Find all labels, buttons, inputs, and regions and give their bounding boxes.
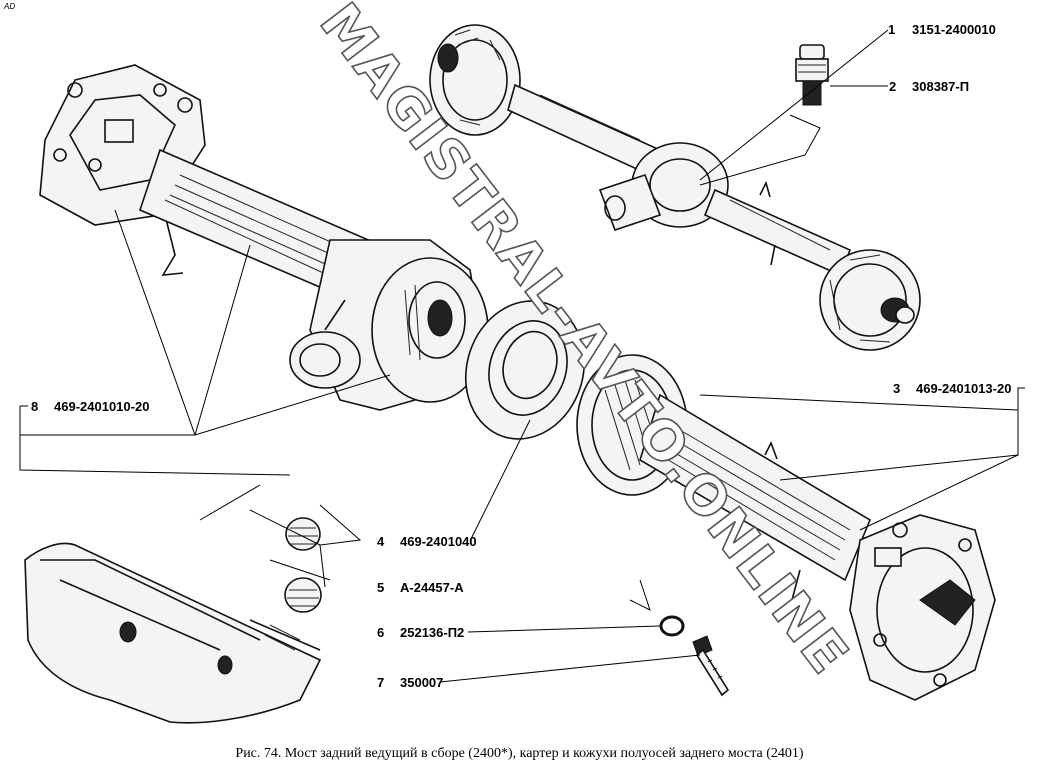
axle-housing-right <box>576 354 996 701</box>
assembled-rear-axle <box>429 24 921 351</box>
svg-text:3: 3 <box>893 381 900 396</box>
callout-2: 2 308387-П <box>889 79 969 94</box>
callout-1: 1 3151-2400010 <box>888 22 996 37</box>
svg-text:469-2401040: 469-2401040 <box>400 534 477 549</box>
callout-6: 6 252136-П2 <box>377 625 464 640</box>
housing-bolt <box>692 635 730 697</box>
callout-3: 3 469-2401013-20 <box>893 381 1011 396</box>
drain-plug-upper <box>285 517 321 551</box>
callout-5: 5 А-24457-А <box>377 580 464 595</box>
svg-text:6: 6 <box>377 625 384 640</box>
figure-caption: Рис. 74. Мост задний ведущий в сборе (24… <box>235 746 804 761</box>
corner-mark: AD <box>4 2 16 11</box>
callout-4: 4 469-2401040 <box>377 534 477 549</box>
svg-text:308387-П: 308387-П <box>912 79 969 94</box>
housing-gasket <box>464 300 586 440</box>
svg-text:8: 8 <box>31 399 38 414</box>
svg-text:4: 4 <box>377 534 385 549</box>
leader-lines <box>19 29 1025 683</box>
axle-housing-left <box>39 64 489 411</box>
svg-text:252136-П2: 252136-П2 <box>400 625 464 640</box>
svg-text:3151-2400010: 3151-2400010 <box>912 22 996 37</box>
lock-washer <box>659 615 685 637</box>
svg-text:7: 7 <box>377 675 384 690</box>
svg-text:А-24457-А: А-24457-А <box>400 580 464 595</box>
drain-plug-lower <box>284 577 322 613</box>
svg-text:2: 2 <box>889 79 896 94</box>
callout-8: 8 469-2401010-20 <box>31 399 149 414</box>
callout-7: 7 350007 <box>377 675 443 690</box>
svg-text:469-2401013-20: 469-2401013-20 <box>916 381 1011 396</box>
svg-text:5: 5 <box>377 580 384 595</box>
housing-section-detail <box>24 542 322 724</box>
svg-text:469-2401010-20: 469-2401010-20 <box>54 399 149 414</box>
svg-text:1: 1 <box>888 22 895 37</box>
breather-plug <box>795 44 829 106</box>
svg-text:350007: 350007 <box>400 675 443 690</box>
